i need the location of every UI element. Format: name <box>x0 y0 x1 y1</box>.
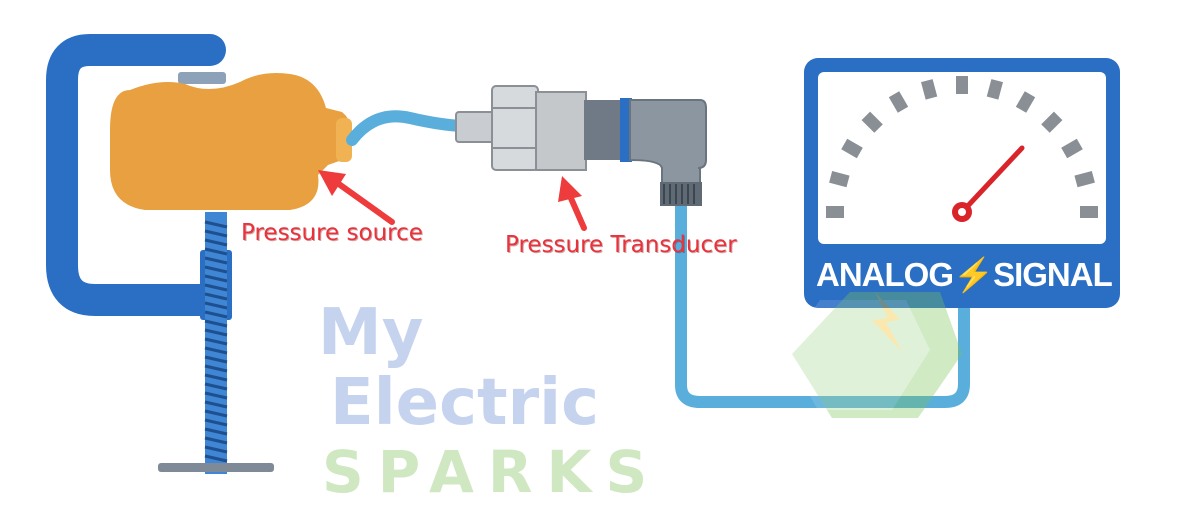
gauge-tick <box>921 79 938 100</box>
screw-thread <box>204 427 228 436</box>
gauge-tick <box>1061 138 1083 159</box>
gauge-face <box>818 72 1106 244</box>
gauge-caption: ANALOG⚡SIGNAL <box>816 256 1113 293</box>
gauge-tick <box>1015 91 1036 113</box>
analog-gauge <box>804 58 1120 308</box>
pressure-transducer <box>455 85 707 206</box>
screw-thread <box>204 400 228 409</box>
bladder-hose <box>346 110 468 146</box>
arrow-to-source <box>318 170 395 225</box>
screw-thread <box>204 220 228 229</box>
screw-thread <box>204 229 228 238</box>
gauge-tick <box>888 91 909 113</box>
screw-thread <box>204 454 228 463</box>
screw-thread <box>204 418 228 427</box>
screw-thread <box>204 319 228 328</box>
pressure-source-bladder <box>110 73 352 210</box>
screw-thread <box>204 391 228 400</box>
screw-thread <box>204 310 228 319</box>
clamp-top-pad <box>178 72 226 84</box>
clamp-handle-bar <box>158 463 274 472</box>
screw-thread <box>204 328 228 337</box>
gauge-tick <box>829 171 850 188</box>
screw-thread <box>204 382 228 391</box>
pressure-transducer-label: Pressure Transducer <box>505 232 737 258</box>
gauge-tick <box>861 111 883 133</box>
gauge-tick <box>841 138 863 159</box>
bladder-neck <box>336 118 352 162</box>
screw-thread <box>204 445 228 454</box>
gauge-needle <box>961 145 1025 213</box>
screw-thread <box>204 274 228 283</box>
screw-thread <box>204 409 228 418</box>
gauge-tick <box>986 79 1003 100</box>
gauge-ticks <box>826 76 1098 218</box>
screw-thread <box>204 346 228 355</box>
gauge-tick <box>1074 171 1095 188</box>
c-clamp <box>46 34 274 474</box>
screw-thread <box>204 436 228 445</box>
screw-thread <box>204 256 228 265</box>
screw-thread <box>204 301 228 310</box>
signal-cable <box>675 206 970 408</box>
screw-thread <box>204 292 228 301</box>
gauge-tick <box>1041 111 1063 133</box>
screw-thread <box>204 337 228 346</box>
screw-thread <box>204 364 228 373</box>
watermark-logo <box>784 292 962 418</box>
screw-thread <box>204 247 228 256</box>
screw-thread <box>204 265 228 274</box>
screw-thread <box>204 355 228 364</box>
screw-thread <box>204 373 228 382</box>
arrow-to-transducer <box>558 176 587 231</box>
screw-thread <box>204 283 228 292</box>
screw-thread <box>204 238 228 247</box>
pressure-source-label: Pressure source <box>241 220 423 246</box>
